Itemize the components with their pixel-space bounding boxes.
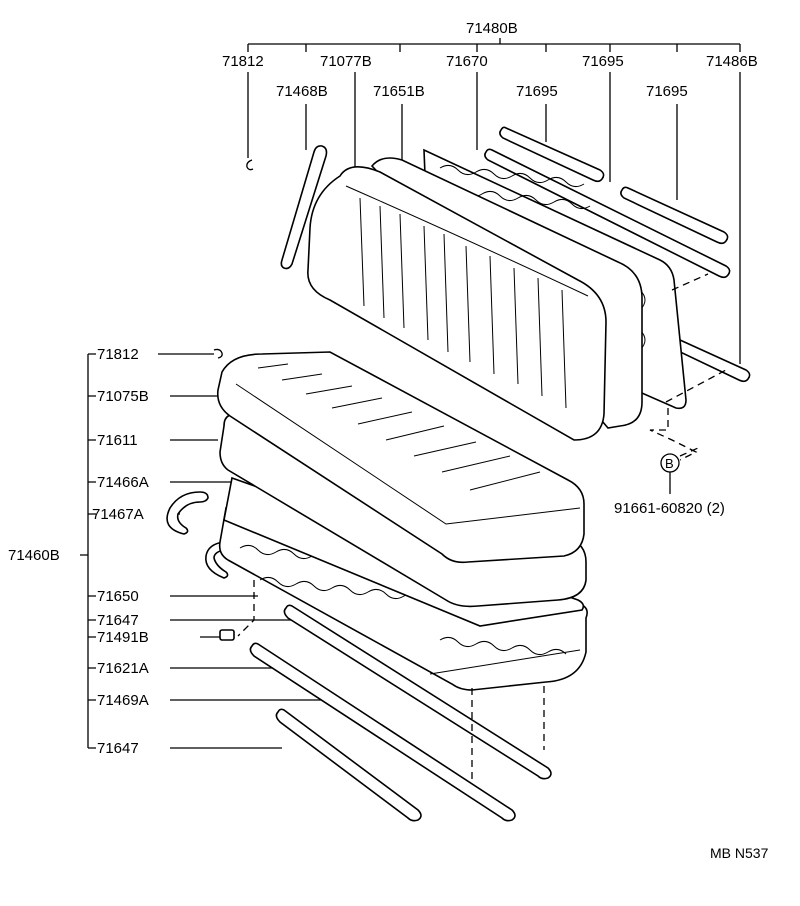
- label-71469A: 71469A: [97, 692, 149, 709]
- label-71486B: 71486B: [706, 53, 758, 70]
- cushion-bar-2: [275, 708, 422, 822]
- back-trim-strip: [280, 145, 328, 270]
- label-71650: 71650: [97, 588, 139, 605]
- label-71480B: 71480B: [466, 20, 518, 37]
- hog-ring-back: [246, 159, 254, 171]
- label-71611: 71611: [97, 432, 138, 449]
- label-71651B: 71651B: [373, 83, 425, 100]
- label-71695-right: 71695: [646, 83, 688, 100]
- label-71812-back: 71812: [222, 53, 264, 70]
- spring-bar-1: [499, 126, 605, 183]
- figure-code: MB N537: [710, 845, 769, 861]
- label-71467A: 71467A: [92, 506, 144, 523]
- cushion-clip-1: [166, 491, 209, 535]
- label-71466A: 71466A: [97, 474, 149, 491]
- label-bolt-part: 91661-60820 (2): [614, 500, 725, 517]
- cushion-long-bar: [249, 642, 516, 822]
- spring-bar-4: [672, 338, 751, 383]
- hog-ring-cushion: [213, 348, 223, 359]
- cushion-bar-1: [283, 604, 552, 780]
- label-71491B: 71491B: [97, 629, 149, 646]
- bolt-callout-letter: B: [665, 456, 674, 471]
- label-71075B: 71075B: [97, 388, 149, 405]
- label-71647-bottom: 71647: [97, 740, 139, 757]
- label-71077B: 71077B: [320, 53, 372, 70]
- label-71468B: 71468B: [276, 83, 328, 100]
- label-71621A: 71621A: [97, 660, 149, 677]
- label-71695-top: 71695: [582, 53, 624, 70]
- cushion-cover: [216, 351, 585, 564]
- small-clip: [219, 629, 235, 641]
- label-71812-cushion: 71812: [97, 346, 139, 363]
- label-71460B: 71460B: [8, 547, 60, 564]
- label-71670: 71670: [446, 53, 488, 70]
- label-71695-mid: 71695: [516, 83, 558, 100]
- back-cover: [307, 166, 607, 441]
- label-71647-top: 71647: [97, 612, 139, 629]
- spring-bar-3: [620, 186, 729, 245]
